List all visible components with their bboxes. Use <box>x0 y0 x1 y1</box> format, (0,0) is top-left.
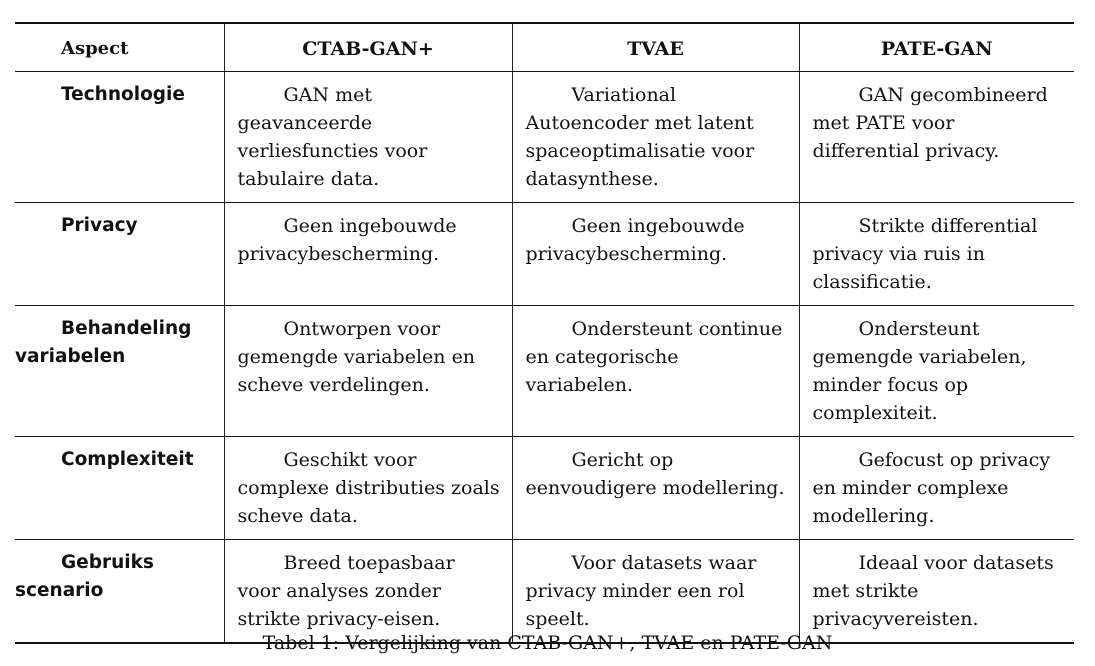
table-row: Gebruiks scenario Breed toepasbaar voor … <box>15 539 1074 643</box>
table-cell: Strikte differential privacy via ruis in… <box>798 202 1074 305</box>
table-cell: Ideaal voor datasets met strikte privacy… <box>798 539 1074 643</box>
table-row: Privacy Geen ingebouwde privacybeschermi… <box>15 202 1074 305</box>
row-aspect-label: Gebruiks scenario <box>15 551 154 601</box>
table-cell: GAN met geavanceerde verliesfuncties voo… <box>223 71 512 202</box>
row-aspect-label: Technologie <box>61 83 185 105</box>
table-caption: Tabel 1: Vergelijking van CTAB-GAN+, TVA… <box>262 632 833 654</box>
comparison-table: Aspect CTAB-GAN+ TVAE PATE-GAN Technolog… <box>15 22 1074 644</box>
header-tvae: TVAE <box>511 22 799 72</box>
table-cell: Breed toepasbaar voor analyses zonder st… <box>223 539 512 643</box>
table-header-row: Aspect CTAB-GAN+ TVAE PATE-GAN <box>15 22 1074 72</box>
table-cell: Geen ingebouwde privacybescherming. <box>223 202 512 305</box>
header-aspect: Aspect <box>15 22 224 72</box>
row-aspect-label: Behandeling variabelen <box>15 317 192 367</box>
table-cell: GAN gecombineerd met PATE voor different… <box>798 71 1074 202</box>
table-cell: Voor datasets waar privacy minder een ro… <box>511 539 799 643</box>
table-cell: Geschikt voor complexe distributies zoal… <box>223 436 512 539</box>
row-aspect-label: Complexiteit <box>61 448 194 470</box>
table-row: Complexiteit Geschikt voor complexe dist… <box>15 436 1074 539</box>
header-pate-gan: PATE-GAN <box>798 22 1074 72</box>
table-cell: Ondersteunt continue en categorische var… <box>511 305 799 436</box>
table-cell: Ondersteunt gemengde variabelen, minder … <box>798 305 1074 436</box>
table-cell: Ontworpen voor gemengde variabelen en sc… <box>223 305 512 436</box>
table-row: Technologie GAN met geavanceerde verlies… <box>15 71 1074 202</box>
table-cell: Geen ingebouwde privacybescherming. <box>511 202 799 305</box>
table-cell: Gericht op eenvoudigere modellering. <box>511 436 799 539</box>
row-aspect-label: Privacy <box>61 214 138 236</box>
table-cell: Variational Autoencoder met latent space… <box>511 71 799 202</box>
table-row: Behandeling variabelen Ontworpen voor ge… <box>15 305 1074 436</box>
table-cell: Gefocust op privacy en minder complexe m… <box>798 436 1074 539</box>
header-ctab-gan: CTAB-GAN+ <box>223 22 512 72</box>
